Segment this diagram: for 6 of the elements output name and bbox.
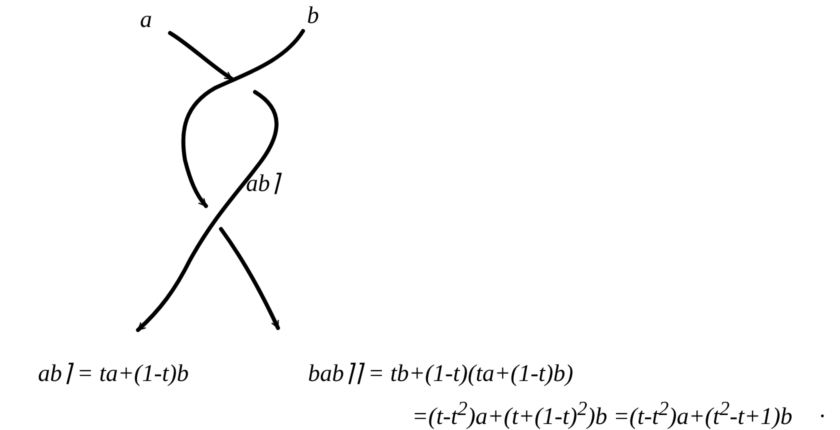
punctuation: . bbox=[820, 398, 826, 422]
equation: ab⌉ = ta+(1-t)b bbox=[38, 362, 189, 386]
strand-label: b bbox=[307, 4, 319, 28]
strand-label: a bbox=[140, 8, 152, 32]
equation: =(t-t$^{2}$)a+(t+(1-t)$^{2}$)b =(t-t$^{2}$)a+(t$^{2}$-t+1)b bbox=[412, 399, 792, 429]
equation: bab⌉⌉ = tb+(1-t)(ta+(1-t)b) bbox=[308, 362, 574, 386]
